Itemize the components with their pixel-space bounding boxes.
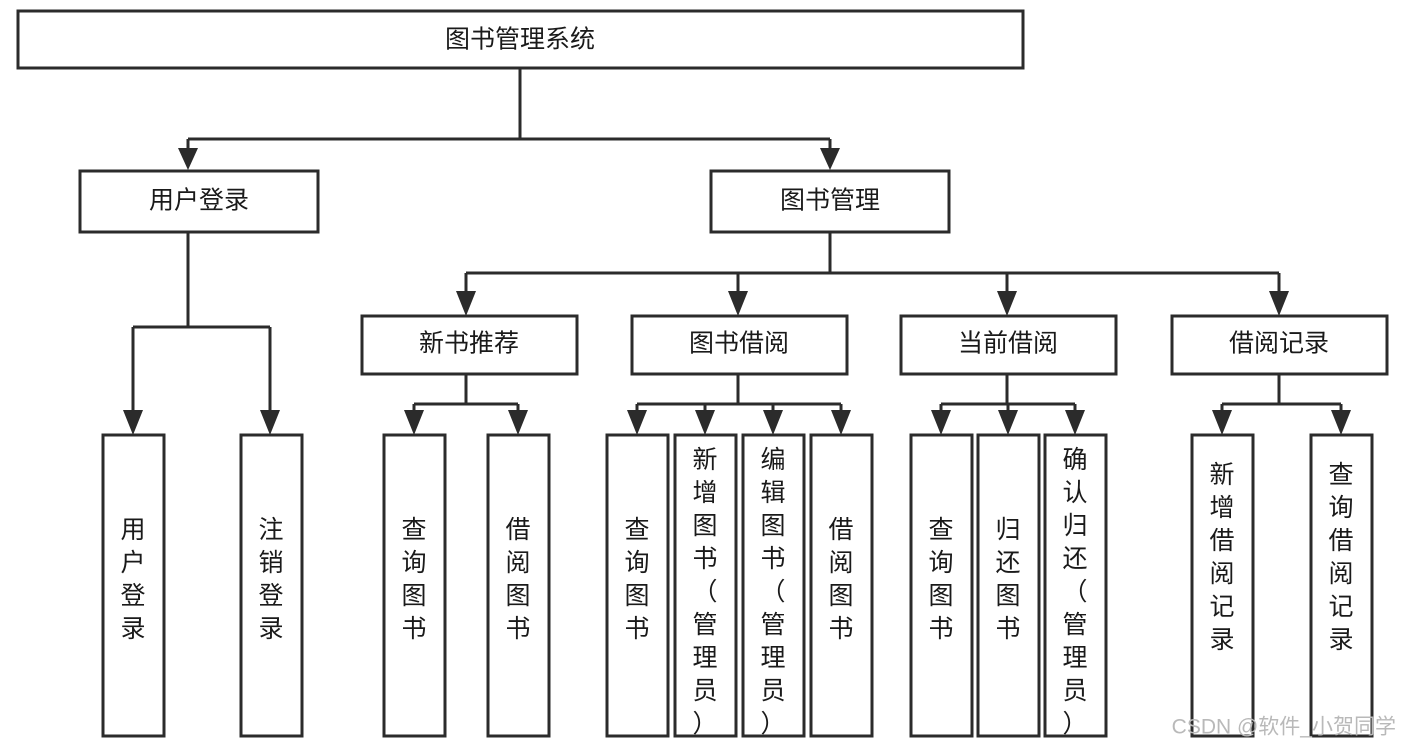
leaf-user-login[interactable]: 用户登录 <box>101 433 166 738</box>
leaf-bb-query-book[interactable]: 查询图书 <box>605 433 670 738</box>
leaf-cb-confirm-return-box[interactable] <box>1043 433 1108 738</box>
leaf-br-query-record-box[interactable] <box>1309 433 1374 738</box>
arrow-head-borrow-record <box>1269 291 1289 316</box>
arrow-head-current-borrow <box>997 291 1017 316</box>
arrow-head-new-book-recommend <box>456 291 476 316</box>
arrow-head-leaf-bb-borrow <box>831 410 851 435</box>
leaf-nb-query-book-box[interactable] <box>382 433 447 738</box>
node-current-borrow-label: 当前借阅 <box>958 330 1058 358</box>
leaf-nb-borrow-book[interactable]: 借阅图书 <box>486 433 551 738</box>
arrow-head-leaf-cb-query <box>931 410 951 435</box>
leaf-bb-borrow-book-box[interactable] <box>809 433 874 738</box>
arrow-head-leaf-bb-query <box>627 410 647 435</box>
leaf-br-query-record[interactable]: 查询借阅记录 <box>1309 433 1374 738</box>
node-book-management[interactable]: 图书管理 <box>709 169 951 234</box>
arrow-head-leaf-cb-return <box>998 410 1018 435</box>
leaf-cb-return-book[interactable]: 归还图书 <box>976 433 1041 738</box>
connector-group-book-mgmt <box>456 232 1289 316</box>
leaf-bb-edit-book[interactable]: 编辑图书（管理员） <box>741 433 806 738</box>
node-user-login-box[interactable] <box>78 169 320 234</box>
arrow-head-book-mgmt <box>820 148 840 170</box>
leaf-cb-query-book[interactable]: 查询图书 <box>909 433 974 738</box>
arrow-head-book-borrow <box>728 291 748 316</box>
leaf-bb-add-book-label: 新增图书（管理员） <box>692 446 717 738</box>
arrow-head-leaf-br-add <box>1212 410 1232 435</box>
leaf-bb-add-book-box[interactable] <box>673 433 738 738</box>
node-root-label: 图书管理系统 <box>445 26 595 54</box>
node-borrow-record[interactable]: 借阅记录 <box>1170 314 1389 376</box>
node-borrow-record-label: 借阅记录 <box>1229 330 1329 358</box>
node-new-book-recommend[interactable]: 新书推荐 <box>360 314 579 376</box>
node-book-borrow-label: 图书借阅 <box>689 330 789 358</box>
leaf-bb-query-book-box[interactable] <box>605 433 670 738</box>
leaf-bb-borrow-book[interactable]: 借阅图书 <box>809 433 874 738</box>
node-root-box[interactable] <box>16 9 1025 70</box>
node-current-borrow-box[interactable] <box>899 314 1118 376</box>
leaf-nb-query-book[interactable]: 查询图书 <box>382 433 447 738</box>
node-new-book-recommend-label: 新书推荐 <box>419 330 519 358</box>
node-user-login[interactable]: 用户登录 <box>78 169 320 234</box>
node-user-login-label: 用户登录 <box>149 187 249 215</box>
arrow-head-leaf-user-login <box>123 410 143 435</box>
arrow-head-leaf-nb-borrow <box>508 410 528 435</box>
node-book-management-box[interactable] <box>709 169 951 234</box>
leaf-nb-borrow-book-label: 借阅图书 <box>505 516 530 643</box>
leaf-cb-confirm-return-label: 确认归还（管理员） <box>1062 446 1087 738</box>
arrow-head-user-login <box>178 148 198 170</box>
arrow-head-leaf-bb-edit <box>763 410 783 435</box>
leaf-nb-query-book-label: 查询图书 <box>401 516 426 643</box>
connector-group-new-book-recommend <box>404 374 528 435</box>
leaf-cb-query-book-box[interactable] <box>909 433 974 738</box>
leaf-logout[interactable]: 注销登录 <box>239 433 304 738</box>
leaf-cb-return-book-label: 归还图书 <box>995 516 1020 643</box>
leaf-br-add-record-label: 新增借阅记录 <box>1209 461 1234 654</box>
leaf-logout-box[interactable] <box>239 433 304 738</box>
leaf-bb-edit-book-box[interactable] <box>741 433 806 738</box>
arrow-head-leaf-br-query <box>1331 410 1351 435</box>
leaf-logout-label: 注销登录 <box>258 516 283 643</box>
watermark-label: CSDN @软件_小贺同学 <box>1172 716 1396 739</box>
connector-group-root <box>178 68 840 170</box>
node-current-borrow[interactable]: 当前借阅 <box>899 314 1118 376</box>
arrow-head-leaf-cb-confirm <box>1065 410 1085 435</box>
node-book-borrow-box[interactable] <box>630 314 849 376</box>
leaf-bb-edit-book-label: 编辑图书（管理员） <box>760 446 785 738</box>
leaf-br-add-record-box[interactable] <box>1190 433 1255 738</box>
leaf-br-add-record[interactable]: 新增借阅记录 <box>1190 433 1255 738</box>
leaf-nb-borrow-book-box[interactable] <box>486 433 551 738</box>
node-new-book-recommend-box[interactable] <box>360 314 579 376</box>
leaf-user-login-box[interactable] <box>101 433 166 738</box>
leaf-cb-query-book-label: 查询图书 <box>928 516 953 643</box>
node-book-borrow[interactable]: 图书借阅 <box>630 314 849 376</box>
leaf-cb-confirm-return[interactable]: 确认归还（管理员） <box>1043 433 1108 738</box>
connector-group-book-borrow <box>627 374 851 435</box>
node-book-management-label: 图书管理 <box>780 187 880 215</box>
connector-group-user-login <box>123 232 280 435</box>
leaf-cb-return-book-box[interactable] <box>976 433 1041 738</box>
leaf-bb-query-book-label: 查询图书 <box>624 516 649 643</box>
leaf-bb-borrow-book-label: 借阅图书 <box>828 516 853 643</box>
arrow-head-leaf-nb-query <box>404 410 424 435</box>
leaf-bb-add-book[interactable]: 新增图书（管理员） <box>673 433 738 738</box>
node-borrow-record-box[interactable] <box>1170 314 1389 376</box>
node-root[interactable]: 图书管理系统 <box>16 9 1025 70</box>
arrow-head-leaf-logout <box>260 410 280 435</box>
connector-group-borrow-record <box>1212 374 1351 435</box>
arrow-head-leaf-bb-add <box>695 410 715 435</box>
leaf-br-query-record-label: 查询借阅记录 <box>1328 461 1353 654</box>
leaf-user-login-label: 用户登录 <box>120 516 145 643</box>
connector-group-current-borrow <box>931 374 1085 435</box>
